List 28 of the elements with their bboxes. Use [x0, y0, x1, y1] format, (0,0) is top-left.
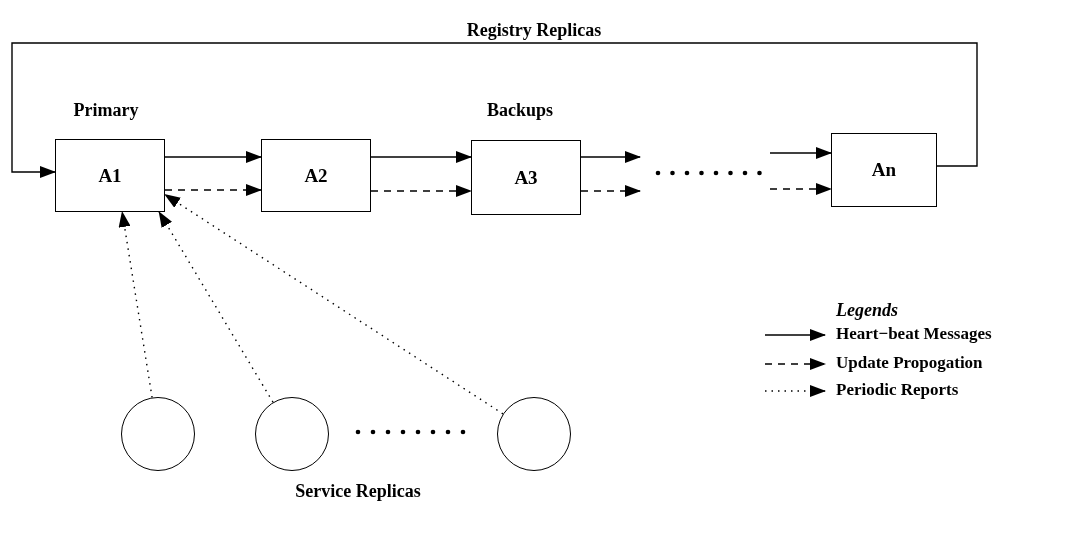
arrow [118, 211, 153, 399]
arrow [580, 185, 641, 197]
legend-label: Heart−beat Messages [836, 324, 992, 344]
arrow [11, 42, 978, 178]
replica-box [471, 140, 581, 215]
group-label: Service Replicas [295, 481, 421, 502]
arrow [164, 151, 262, 163]
arrow [370, 185, 472, 197]
box-label: A3 [514, 166, 538, 189]
legend-label: Update Propogation [836, 353, 983, 373]
arrow [158, 211, 274, 403]
arrow [580, 151, 641, 163]
arrow [164, 193, 504, 415]
box-label: A2 [304, 164, 328, 187]
legend-label: Periodic Reports [836, 380, 959, 400]
arrow [370, 151, 472, 163]
role-label: Backups [487, 100, 553, 121]
legend-heading: Legends [836, 300, 898, 321]
box-label: An [871, 159, 897, 181]
arrow [769, 183, 832, 195]
arrow [769, 147, 832, 159]
arrow [164, 184, 262, 196]
replica-box [55, 139, 165, 212]
diagram-title: Registry Replicas [465, 20, 603, 41]
role-label: Primary [73, 100, 139, 121]
replica-box [261, 139, 371, 212]
replica-box [831, 133, 937, 207]
box-label: A1 [98, 164, 122, 187]
